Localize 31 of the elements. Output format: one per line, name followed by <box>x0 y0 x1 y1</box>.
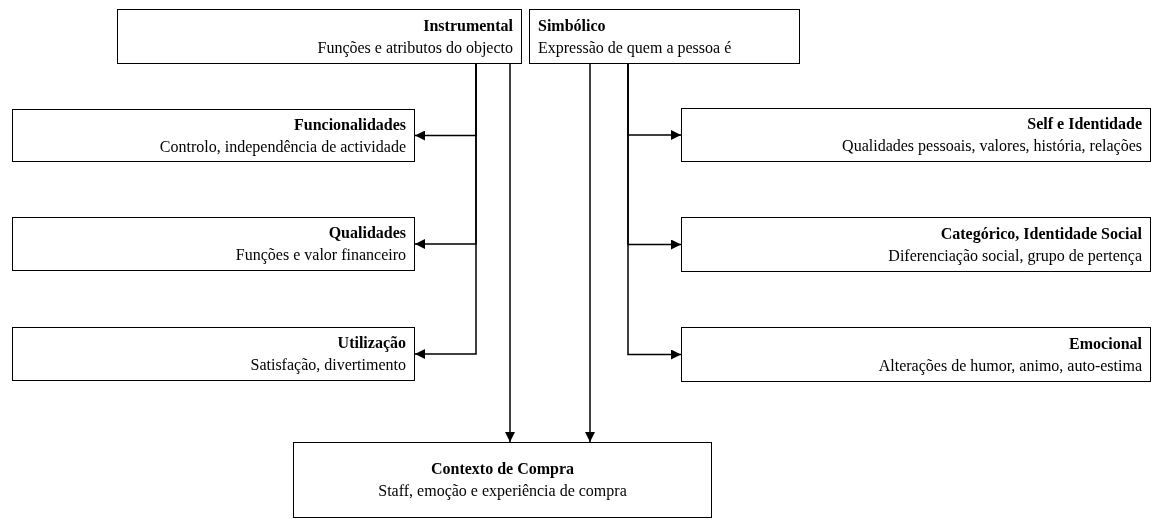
box-description: Funções e atributos do objecto <box>316 37 513 59</box>
text-box <box>12 217 415 271</box>
text-box <box>12 109 415 162</box>
box-heading: Contexto de Compra <box>429 459 576 480</box>
box-description: Alterações de humor, animo, auto-estima <box>877 355 1142 377</box>
arrow <box>585 63 595 443</box>
box-heading: Categórico, Identidade Social <box>939 223 1142 245</box>
arrow <box>505 63 515 443</box>
text-box <box>681 217 1151 272</box>
box-heading: Self e Identidade <box>1026 114 1142 134</box>
text-box <box>529 9 800 64</box>
arrow <box>627 63 682 360</box>
box-description: Satisfação, divertimento <box>249 355 406 376</box>
box-description: Expressão de quem a pessoa é <box>538 37 733 59</box>
box-description: Diferenciação social, grupo de pertença <box>887 245 1142 267</box>
box-heading: Emocional <box>1068 333 1142 354</box>
box-description: Controlo, independência de actividade <box>158 136 406 158</box>
box-heading: Simbólico <box>538 15 607 36</box>
box-description: Funções e valor financeiro <box>234 245 406 266</box>
text-box <box>12 327 415 381</box>
box-description: Qualidades pessoais, valores, história, relações <box>841 136 1142 157</box>
box-description: Staff, emoção e experiência de compra <box>377 481 628 502</box>
text-box <box>681 327 1151 382</box>
text-box <box>293 442 712 518</box>
box-heading: Instrumental <box>422 15 513 36</box>
arrow <box>414 63 477 359</box>
box-heading: Utilização <box>336 333 406 354</box>
box-heading: Funcionalidades <box>292 114 406 135</box>
box-heading: Qualidades <box>327 223 406 243</box>
text-box <box>681 108 1151 162</box>
text-box <box>117 9 522 64</box>
